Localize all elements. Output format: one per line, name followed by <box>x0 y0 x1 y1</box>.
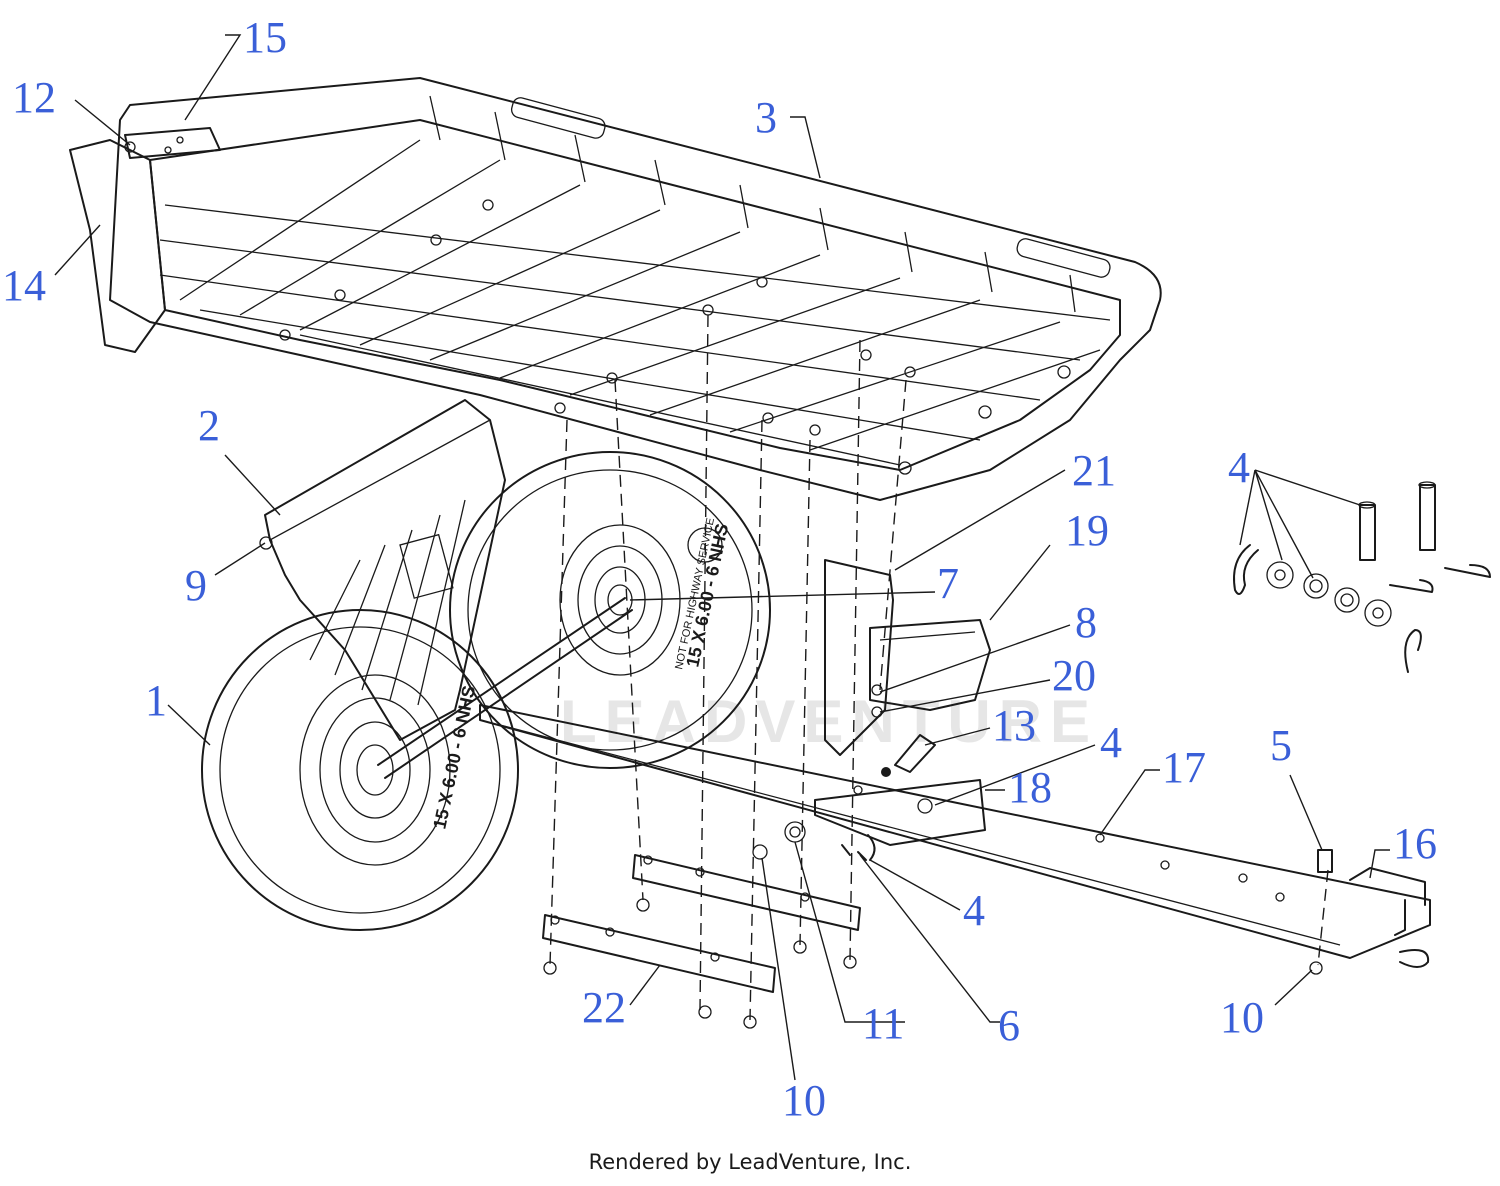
callout-14: 14 <box>2 261 46 310</box>
cart-bed <box>69 77 1162 501</box>
assembly-guide-lines <box>549 314 1329 1021</box>
mount-strips <box>542 854 1323 1029</box>
callout-3: 3 <box>755 93 777 142</box>
callout-labels: 15 12 3 14 2 9 21 4 19 7 8 20 1 13 4 18 … <box>2 13 1437 1125</box>
callout-21: 21 <box>1072 446 1116 495</box>
callout-19: 19 <box>1065 506 1109 555</box>
callout-8: 8 <box>1075 598 1097 647</box>
hardware-exploded <box>1233 481 1491 673</box>
callout-18: 18 <box>1008 763 1052 812</box>
callout-15: 15 <box>243 13 287 62</box>
tire-size-text-rear: 15 X 6.00 - 6 NHS <box>429 684 479 831</box>
wheel-rear: 15 X 6.00 - 6 NHS <box>201 609 519 931</box>
callout-4-hardware: 4 <box>1228 443 1250 492</box>
callout-1: 1 <box>145 676 167 725</box>
bed-floor-grid <box>159 139 1111 466</box>
callout-5: 5 <box>1270 721 1292 770</box>
callout-10-tongue: 10 <box>1220 993 1264 1042</box>
callout-6: 6 <box>998 1001 1020 1050</box>
leader-lines <box>54 34 1390 1081</box>
footer-credit: Rendered by LeadVenture, Inc. <box>588 1150 912 1174</box>
callout-11: 11 <box>862 999 904 1048</box>
callout-4-pin: 4 <box>1100 718 1122 767</box>
callout-7: 7 <box>937 559 959 608</box>
callout-9: 9 <box>185 561 207 610</box>
callout-13: 13 <box>992 701 1036 750</box>
callout-12: 12 <box>12 73 56 122</box>
callout-22: 22 <box>582 983 626 1032</box>
callout-17: 17 <box>1162 743 1206 792</box>
axle-bracket <box>259 399 506 741</box>
callout-20: 20 <box>1052 651 1096 700</box>
bed-rim-ribs <box>429 95 1111 313</box>
callout-2: 2 <box>198 401 220 450</box>
callout-10-washer: 10 <box>782 1076 826 1125</box>
axle-shaft <box>377 597 633 779</box>
callout-4-clip: 4 <box>963 886 985 935</box>
callout-16: 16 <box>1393 819 1437 868</box>
bed-mount-pegs <box>279 199 1071 475</box>
